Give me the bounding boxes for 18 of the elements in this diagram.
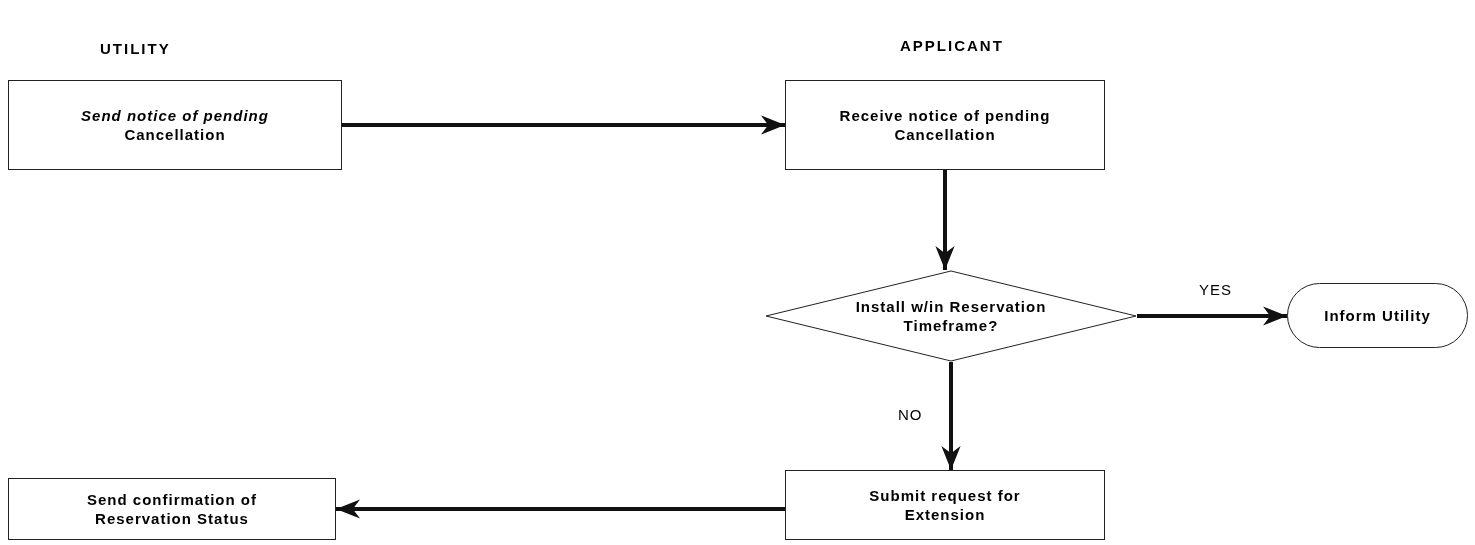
arrow <box>336 499 785 519</box>
step-text: Install w/in Reservation Timeframe? <box>854 297 1048 335</box>
process-box <box>8 478 336 540</box>
lane-heading: UTILITY <box>100 40 171 57</box>
lane-heading: APPLICANT <box>900 37 1004 54</box>
process-box <box>8 80 342 170</box>
step-text: Inform Utility <box>1324 306 1431 325</box>
decision-diamond <box>765 270 1137 362</box>
step-text: Send notice of pending Cancellation <box>80 106 270 144</box>
step-text: Submit request for Extension <box>868 486 1022 524</box>
arrow <box>342 115 785 135</box>
process-box <box>785 80 1105 170</box>
process-box <box>785 470 1105 540</box>
arrow <box>935 170 955 270</box>
arrow <box>1137 306 1287 326</box>
step-text: Send confirmation of Reservation Status <box>86 490 258 528</box>
arrow <box>941 362 961 470</box>
step-text: Receive notice of pending Cancellation <box>838 106 1052 144</box>
